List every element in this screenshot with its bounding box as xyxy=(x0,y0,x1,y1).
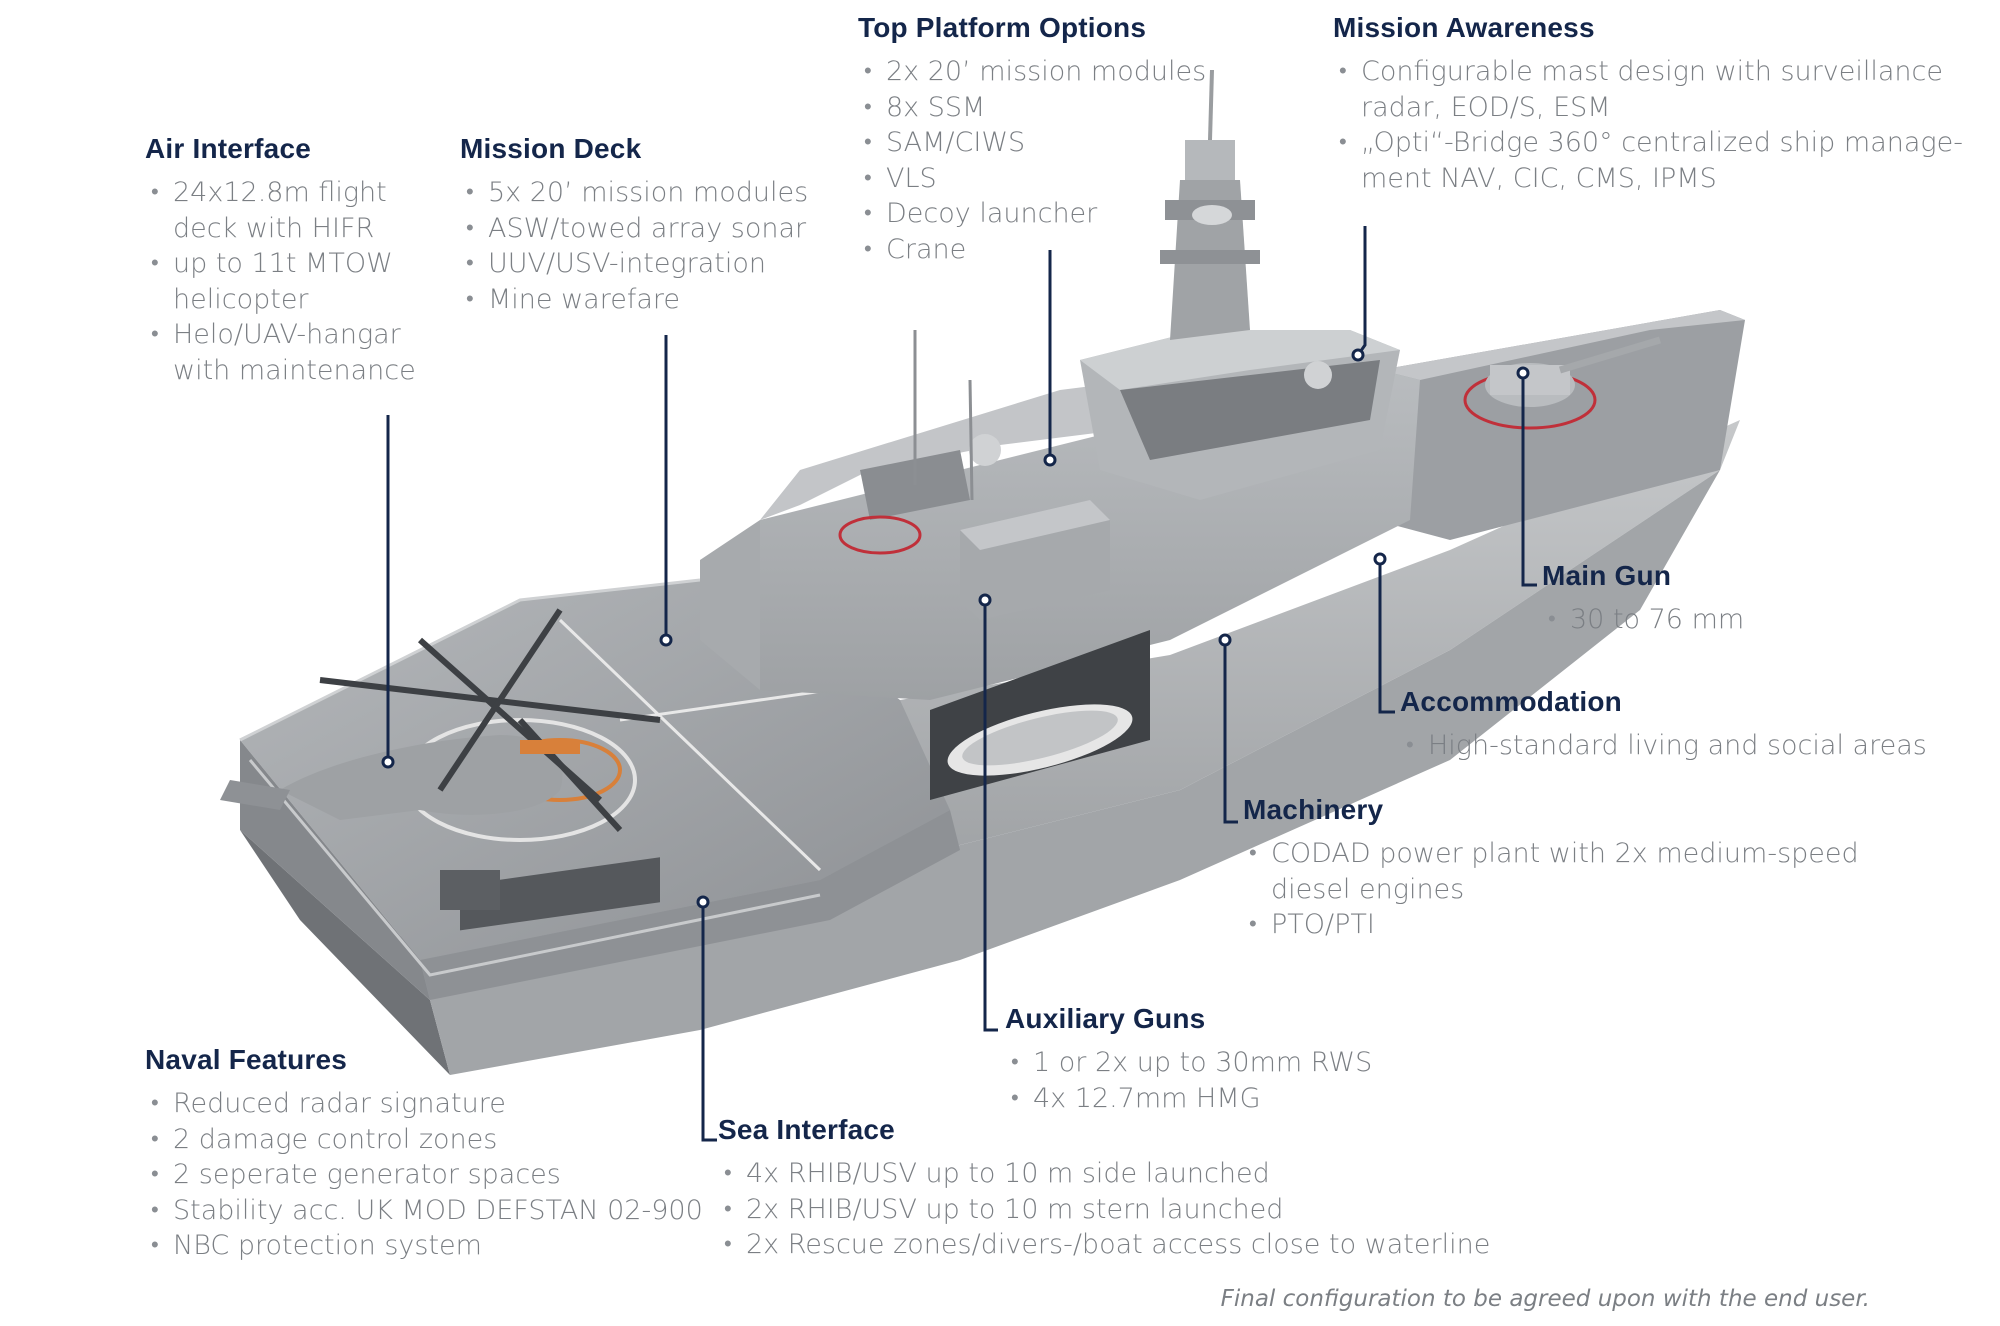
list-item: up to 11t MTOW xyxy=(145,246,416,282)
machinery-callout: Machinery CODAD power plant with 2x medi… xyxy=(1243,794,1859,943)
list-item: Mine warefare xyxy=(460,282,808,318)
auxiliary-guns-leader xyxy=(983,600,998,1032)
main-gun-callout: Main Gun 30 to 76 mm xyxy=(1542,560,1744,638)
list-item: SAM/CIWS xyxy=(858,125,1206,161)
auxiliary-guns-title: Auxiliary Guns xyxy=(1005,1003,1206,1034)
machinery-list: CODAD power plant with 2x medium-speed d… xyxy=(1243,836,1859,943)
list-item: CODAD power plant with 2x medium-speed xyxy=(1243,836,1859,872)
list-item: ASW/towed array sonar xyxy=(460,211,808,247)
list-item: helicopter xyxy=(173,283,309,315)
leader-lines xyxy=(386,226,1537,1142)
mission-awareness-title: Mission Awareness xyxy=(1333,12,1595,43)
list-item: 2x RHIB/USV up to 10 m stern launched xyxy=(718,1192,1490,1228)
list-item: 4x RHIB/USV up to 10 m side launched xyxy=(718,1156,1490,1192)
list-item: radar, EOD/S, ESM xyxy=(1361,91,1611,123)
list-item: deck with HIFR xyxy=(173,212,375,244)
list-item: PTO/PTI xyxy=(1243,907,1859,943)
list-item: 2x 20’ mission modules xyxy=(858,54,1206,90)
main-gun-leader xyxy=(1521,373,1537,587)
accommodation-callout: Accommodation High-standard living and s… xyxy=(1400,686,1927,764)
air-interface-title: Air Interface xyxy=(145,133,311,164)
list-item: UUV/USV-integration xyxy=(460,246,808,282)
list-item: 8x SSM xyxy=(858,90,1206,126)
auxiliary-guns-list: 1 or 2x up to 30mm RWS 4x 12.7mm HMG xyxy=(1005,1045,1372,1116)
footnote: Final configuration to be agreed upon wi… xyxy=(1220,1286,1870,1312)
sea-interface-callout: Sea Interface 4x RHIB/USV up to 10 m sid… xyxy=(718,1114,1490,1263)
main-gun-title: Main Gun xyxy=(1542,560,1672,591)
list-item: 24x12.8m flight xyxy=(145,175,416,211)
list-item: „Opti“-Bridge 360° centralized ship mana… xyxy=(1333,125,1963,161)
list-item: VLS xyxy=(858,161,1206,197)
list-item: 1 or 2x up to 30mm RWS xyxy=(1005,1045,1372,1081)
accommodation-title: Accommodation xyxy=(1400,686,1622,717)
sea-interface-list: 4x RHIB/USV up to 10 m side launched 2x … xyxy=(718,1156,1490,1263)
list-item: with maintenance xyxy=(173,354,416,386)
naval-features-list: Reduced radar signature 2 damage control… xyxy=(145,1086,703,1264)
mission-awareness-callout: Mission Awareness Configurable mast desi… xyxy=(1333,12,1963,196)
accommodation-leader xyxy=(1378,559,1395,714)
top-platform-list: 2x 20’ mission modules 8x SSM SAM/CIWS V… xyxy=(858,54,1206,267)
air-interface-list: 24x12.8m flight deck with HIFR up to 11t… xyxy=(145,175,416,388)
list-item: 5x 20’ mission modules xyxy=(460,175,808,211)
main-gun-model xyxy=(1463,336,1662,430)
auxiliary-guns-callout: Auxiliary Guns 1 or 2x up to 30mm RWS 4x… xyxy=(1005,1003,1372,1116)
list-item: Reduced radar signature xyxy=(145,1086,703,1122)
air-interface-callout: Air Interface 24x12.8m flight deck with … xyxy=(145,133,416,388)
main-gun-list: 30 to 76 mm xyxy=(1542,602,1744,638)
list-item: Configurable mast design with surveillan… xyxy=(1333,54,1963,90)
mission-deck-list: 5x 20’ mission modules ASW/towed array s… xyxy=(460,175,808,317)
mission-deck-callout: Mission Deck 5x 20’ mission modules ASW/… xyxy=(460,133,808,317)
list-item: Helo/UAV-hangar xyxy=(145,317,416,353)
list-item: 2 seperate generator spaces xyxy=(145,1157,703,1193)
sea-interface-leader xyxy=(701,902,717,1142)
list-item: Decoy launcher xyxy=(858,196,1206,232)
machinery-title: Machinery xyxy=(1243,794,1384,825)
anchor-dots xyxy=(381,348,1530,909)
list-item: Crane xyxy=(858,232,1206,268)
list-item: 2 damage control zones xyxy=(145,1122,703,1158)
list-item: 2x Rescue zones/divers-/boat access clos… xyxy=(718,1227,1490,1263)
machinery-leader xyxy=(1223,640,1238,824)
accommodation-list: High-standard living and social areas xyxy=(1400,728,1927,764)
sea-interface-title: Sea Interface xyxy=(718,1114,895,1145)
list-item: NBC protection system xyxy=(145,1228,703,1264)
naval-features-title: Naval Features xyxy=(145,1044,348,1075)
naval-features-callout: Naval Features Reduced radar signature 2… xyxy=(145,1044,703,1264)
list-item: High-standard living and social areas xyxy=(1400,728,1927,764)
list-item: ment NAV, CIC, CMS, IPMS xyxy=(1361,162,1717,194)
top-platform-callout: Top Platform Options 2x 20’ mission modu… xyxy=(858,12,1206,267)
list-item: diesel engines xyxy=(1271,873,1465,905)
list-item: 4x 12.7mm HMG xyxy=(1005,1081,1372,1117)
mission-deck-title: Mission Deck xyxy=(460,133,642,164)
list-item: 30 to 76 mm xyxy=(1542,602,1744,638)
helicopter-model xyxy=(220,608,661,833)
mission-awareness-list: Configurable mast design with surveillan… xyxy=(1333,54,1963,196)
top-platform-title: Top Platform Options xyxy=(858,12,1147,43)
list-item: Stability acc. UK MOD DEFSTAN 02-900 xyxy=(145,1193,703,1229)
